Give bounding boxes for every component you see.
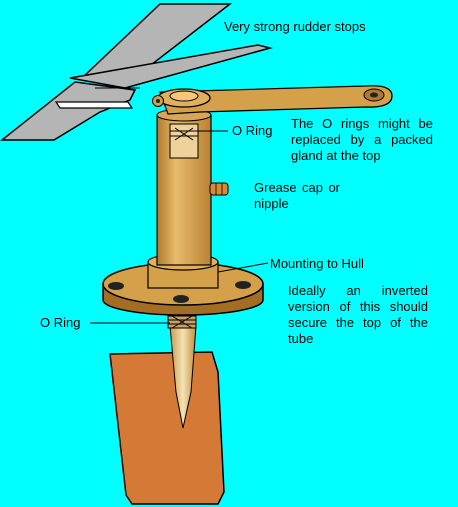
rudder-stop-plate-lower (0, 81, 137, 141)
rudder-stop-plate-long (69, 44, 273, 89)
label-o-ring-top: O Ring (232, 123, 273, 138)
leader-mounting (217, 262, 269, 273)
rudder-blade (109, 351, 225, 505)
grease-cap (209, 182, 229, 196)
label-grease-cap: Grease cap or nipple (254, 180, 340, 211)
label-o-rings-replaced: The O rings might be replaced by a packe… (291, 116, 433, 163)
tiller-arm (159, 85, 393, 115)
label-inverted-version: Ideally an inverted version of this shou… (288, 283, 428, 346)
label-mounting-to-hull: Mounting to Hull (270, 256, 364, 271)
flange-hole (235, 281, 251, 289)
o-ring-top-shape (169, 123, 199, 159)
flange-hole (173, 295, 189, 303)
rudder-stop-fold (54, 101, 134, 109)
label-o-ring-bottom: O Ring (40, 315, 81, 330)
flange-hole (108, 282, 124, 290)
label-rudder-stops: Very strong rudder stops (224, 19, 366, 34)
